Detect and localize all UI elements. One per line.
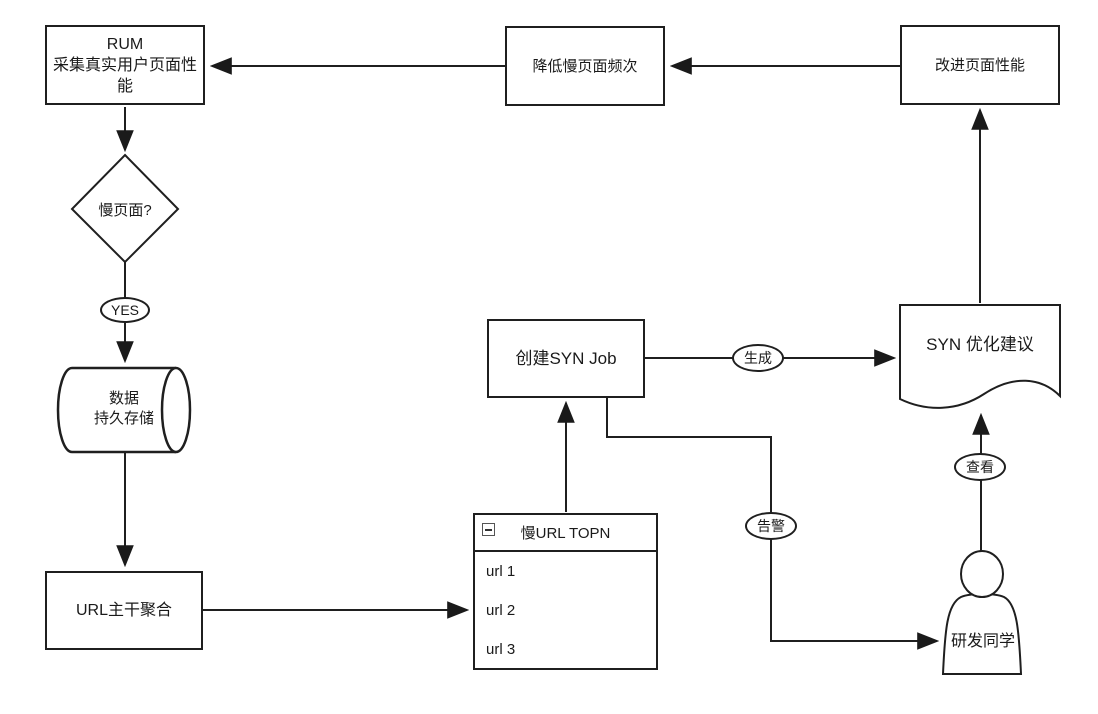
- node-aggregate-label: URL主干聚合: [75, 602, 172, 619]
- node-url-aggregate: URL主干聚合: [45, 571, 203, 650]
- edge-label-yes: YES: [100, 297, 150, 323]
- node-slow-url-topn: 慢URL TOPN url 1 url 2 url 3: [473, 513, 658, 670]
- collapse-minus-icon: [482, 523, 495, 536]
- node-improve-performance: 改进页面性能: [900, 25, 1060, 105]
- node-reduce-label: 降低慢页面频次: [532, 57, 638, 75]
- topn-url1-label: url 1: [486, 563, 516, 580]
- decision-diamond-shape: [70, 153, 180, 264]
- topn-row-url2: url 2: [475, 591, 656, 630]
- topn-row-url3: url 3: [475, 630, 656, 669]
- node-create-syn-job: 创建SYN Job: [487, 319, 645, 398]
- developer-actor-shape: [941, 550, 1023, 675]
- edge-label-generate: 生成: [732, 344, 784, 372]
- topn-header: 慢URL TOPN: [475, 515, 656, 552]
- edge-label-alert: 告警: [745, 512, 797, 540]
- node-rum-title: RUM: [106, 35, 144, 53]
- suggestion-document-shape: [899, 304, 1061, 409]
- edge-createjob-to-developer: [606, 398, 940, 650]
- edge-label-view: 查看: [954, 453, 1006, 481]
- node-createjob-label: 创建SYN Job: [515, 349, 617, 368]
- node-rum-subtitle: 采集真实用户页面性能: [52, 56, 197, 95]
- topn-url2-label: url 2: [486, 602, 516, 619]
- topn-url3-label: url 3: [486, 641, 516, 658]
- node-improve-label: 改进页面性能: [934, 56, 1025, 74]
- topn-row-url1: url 1: [475, 552, 656, 591]
- node-rum: RUM 采集真实用户页面性能: [45, 25, 205, 105]
- datastore-cylinder-shape: [56, 366, 192, 454]
- node-reduce-frequency: 降低慢页面频次: [505, 26, 665, 106]
- topn-title: 慢URL TOPN: [520, 525, 611, 542]
